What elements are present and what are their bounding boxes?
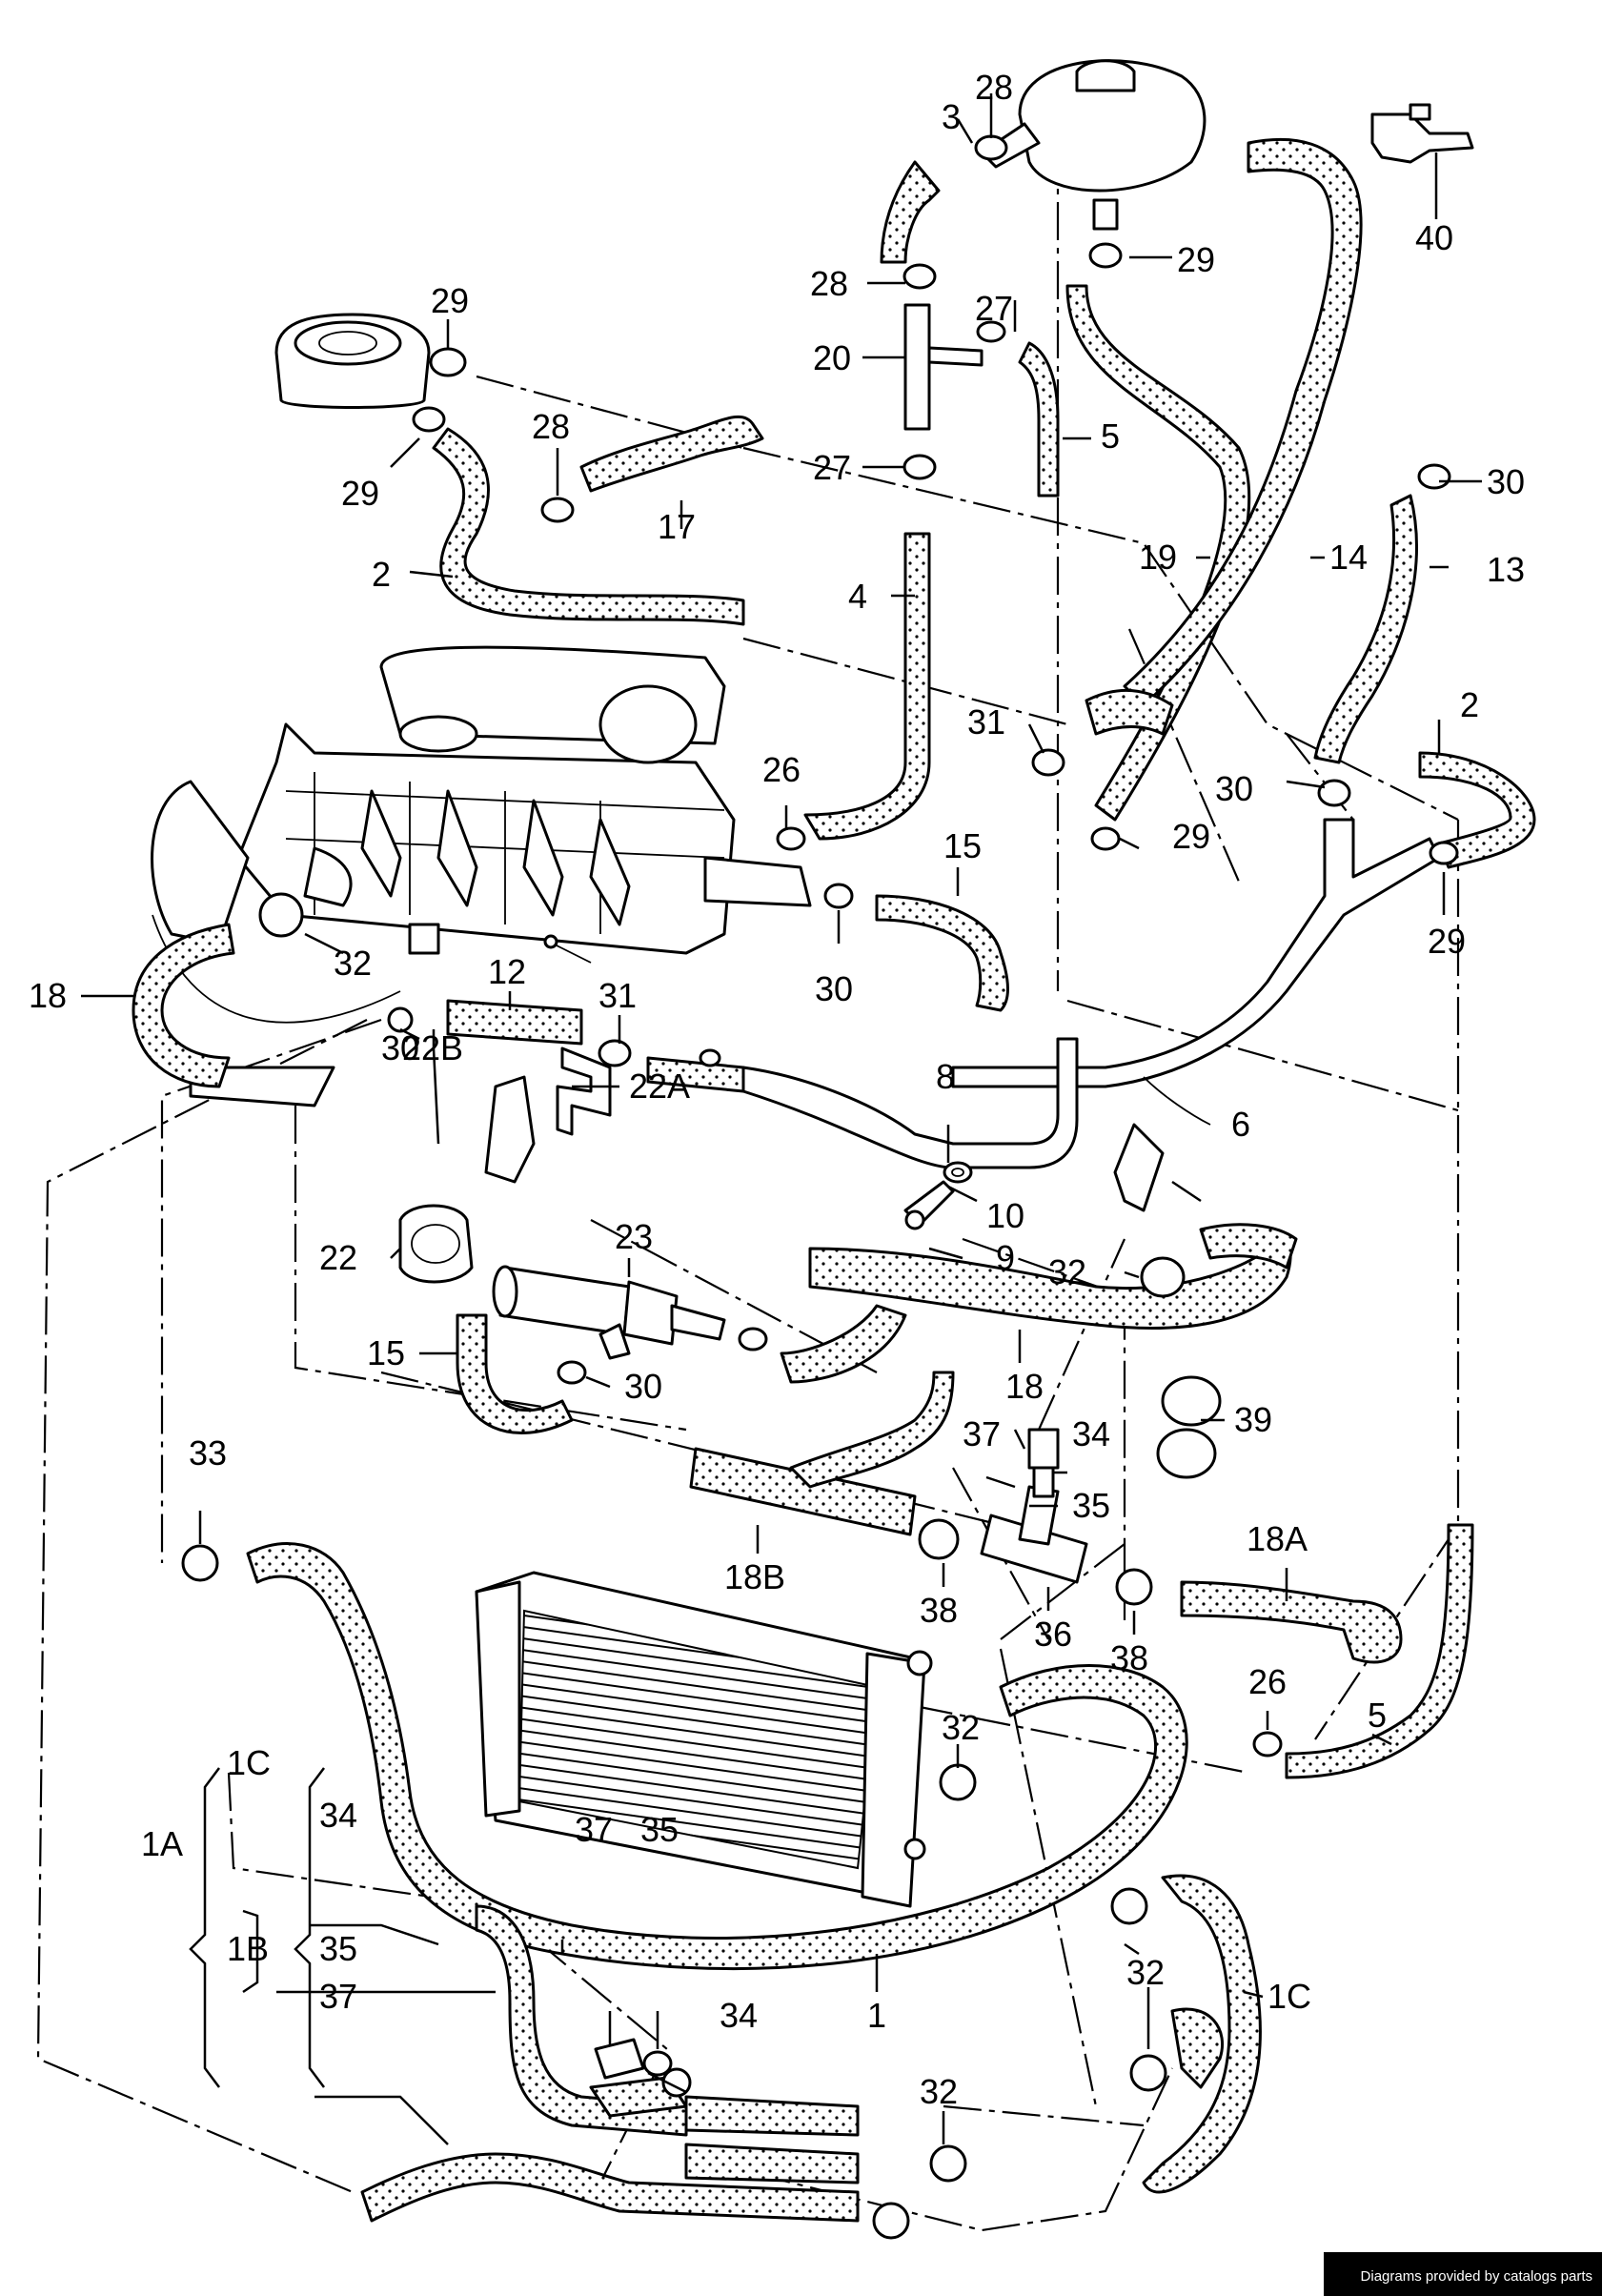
callout-labels: 28 3 40 29 28 27 20 5 27 30 29 29 28 17 …: [29, 68, 1525, 2111]
callout-28: 28: [532, 407, 570, 446]
callout-1C: 1C: [227, 1743, 271, 1782]
callout-12: 12: [488, 952, 526, 991]
clip-39: [1156, 1375, 1222, 1479]
engine-block-icon: [151, 645, 812, 1107]
t-piece-20: [903, 303, 984, 431]
callout-19: 19: [1139, 538, 1177, 577]
callout-34: 34: [319, 1796, 357, 1835]
hoses: [132, 137, 1536, 2223]
callout-6: 6: [1231, 1105, 1250, 1144]
t-piece-36: [980, 1485, 1088, 1584]
callout-8: 8: [936, 1057, 955, 1096]
callout-33: 33: [189, 1433, 227, 1473]
callout-36: 36: [1034, 1615, 1072, 1654]
callout-18A: 18A: [1247, 1519, 1308, 1558]
callout-32: 32: [334, 944, 372, 983]
callout-18B: 18B: [724, 1557, 785, 1596]
callout-30: 30: [1487, 462, 1525, 501]
radiator-icon: [475, 1571, 933, 1908]
bracket-22A: [556, 1046, 612, 1136]
callout-29: 29: [341, 474, 379, 513]
callout-37: 37: [963, 1414, 1001, 1453]
callout-18: 18: [1005, 1367, 1044, 1406]
credit-banner: Diagrams provided by catalogs parts: [1324, 2252, 1602, 2296]
callout-23: 23: [615, 1217, 653, 1256]
callout-17: 17: [658, 507, 696, 546]
coolant-reservoir-icon: [274, 313, 431, 409]
callout-35: 35: [319, 1929, 357, 1968]
callout-1A: 1A: [141, 1824, 183, 1863]
bolt-9: [903, 1180, 955, 1230]
washer-10: [943, 1161, 973, 1184]
sender-6: [1113, 1076, 1211, 1212]
leader-lines: [81, 93, 1482, 2145]
callout-29: 29: [1172, 817, 1210, 856]
callout-32: 32: [1048, 1252, 1086, 1291]
callout-30: 30: [381, 1028, 419, 1067]
callout-37: 37: [575, 1810, 613, 1849]
callout-40: 40: [1415, 218, 1453, 257]
callout-15: 15: [943, 826, 982, 865]
reference-lines: [36, 143, 1460, 2232]
callout-5: 5: [1101, 417, 1120, 456]
callout-38: 38: [920, 1591, 958, 1630]
callout-1C: 1C: [1267, 1977, 1311, 2016]
callout-35: 35: [640, 1810, 679, 1849]
callout-1B: 1B: [227, 1929, 269, 1968]
temperature-sender-lower-icon: [594, 2038, 673, 2080]
callout-22B: 22B: [402, 1028, 463, 1067]
hose-clamp-icons: [181, 134, 1459, 2240]
callout-34: 34: [720, 1996, 758, 2035]
credit-text: Diagrams provided by catalogs parts: [1360, 2268, 1592, 2285]
callout-22: 22: [319, 1238, 357, 1277]
callout-39: 39: [1234, 1400, 1272, 1439]
callout-28: 28: [810, 264, 848, 303]
callout-32: 32: [920, 2072, 958, 2111]
callout-29: 29: [431, 281, 469, 320]
bracket-22B: [484, 1075, 536, 1184]
callout-10: 10: [986, 1196, 1024, 1235]
expansion-tank-icon: [980, 59, 1207, 231]
callout-13: 13: [1487, 550, 1525, 589]
callout-26: 26: [762, 750, 801, 789]
callout-15: 15: [367, 1333, 405, 1372]
callout-5: 5: [1368, 1696, 1387, 1735]
callout-22A: 22A: [629, 1067, 690, 1106]
callout-31: 31: [598, 976, 637, 1015]
callout-30: 30: [624, 1367, 662, 1406]
callout-30: 30: [815, 969, 853, 1008]
callout-18: 18: [29, 976, 67, 1015]
auxiliary-pump-23: [492, 1265, 726, 1360]
callout-35: 35: [1072, 1486, 1110, 1525]
callout-2: 2: [1460, 685, 1479, 724]
callout-3: 3: [942, 97, 961, 136]
callout-20: 20: [813, 338, 851, 377]
callout-27: 27: [813, 448, 851, 487]
callout-38: 38: [1110, 1638, 1148, 1677]
callout-9: 9: [996, 1238, 1015, 1277]
callout-27: 27: [975, 289, 1013, 328]
callout-26: 26: [1248, 1662, 1287, 1701]
callout-2: 2: [372, 555, 391, 594]
callout-31: 31: [967, 702, 1005, 742]
bracket-22: [398, 1204, 474, 1284]
callout-32: 32: [942, 1708, 980, 1747]
callout-37: 37: [319, 1977, 357, 2016]
temperature-sender-icon: [1027, 1428, 1060, 1498]
callout-29: 29: [1428, 922, 1466, 961]
callout-30: 30: [1215, 769, 1253, 808]
vent-valve-icon: [1370, 103, 1474, 164]
callout-1: 1: [867, 1996, 886, 2035]
callout-4: 4: [848, 577, 867, 616]
callout-28: 28: [975, 68, 1013, 107]
callout-14: 14: [1329, 538, 1368, 577]
callout-29: 29: [1177, 240, 1215, 279]
callout-34: 34: [1072, 1414, 1110, 1453]
callout-32: 32: [1126, 1953, 1165, 1992]
